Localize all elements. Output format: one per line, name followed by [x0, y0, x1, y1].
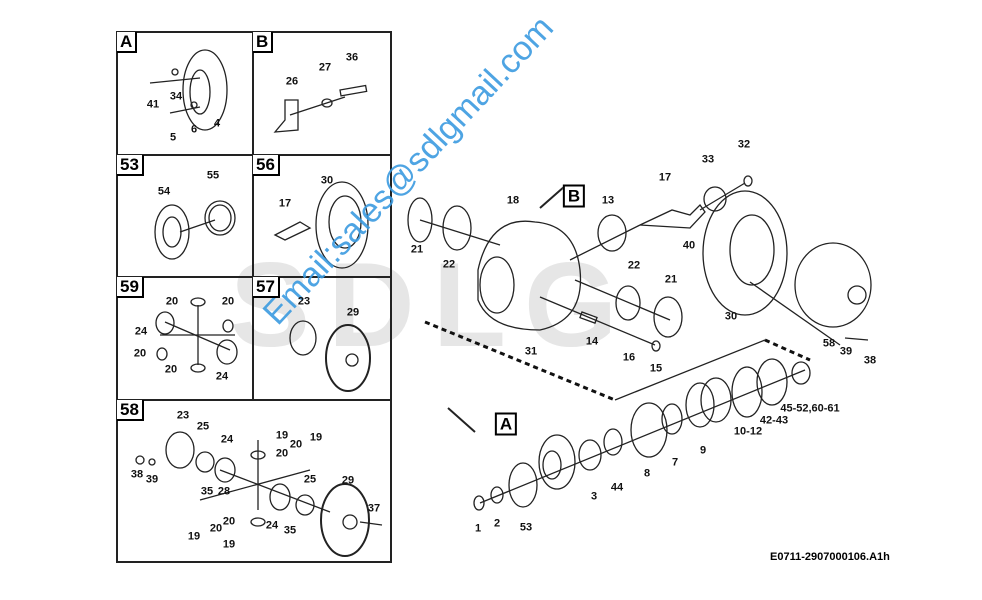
panel-59-title: 59 [117, 277, 144, 298]
part-label: 19 [275, 429, 289, 442]
part-label: 25 [303, 473, 317, 486]
part-label: 22 [627, 259, 641, 272]
part-label: 44 [610, 481, 624, 494]
part-label: 13 [601, 194, 615, 207]
callout-box-b: B [562, 184, 586, 208]
part-label: 20 [165, 295, 179, 308]
part-label: 15 [649, 362, 663, 375]
part-label: 45-52,60-61 [780, 402, 840, 415]
axle-housing-18 [477, 220, 582, 331]
part-label: 28 [217, 485, 231, 498]
part-label: 35 [200, 485, 214, 498]
part-label: 53 [519, 521, 533, 534]
part-label: 21 [664, 273, 678, 286]
part-label: 27 [318, 61, 332, 74]
part-label: 20 [164, 363, 178, 376]
part-label: 18 [506, 194, 520, 207]
part-label: 37 [367, 502, 381, 515]
part-label: 20 [221, 295, 235, 308]
part-label: 3 [590, 490, 598, 503]
part-label: 33 [701, 153, 715, 166]
part-label: 20 [275, 447, 289, 460]
part-label: 42-43 [759, 414, 789, 427]
part-label: 30 [320, 174, 334, 187]
part-label: 29 [341, 474, 355, 487]
part-label: 36 [345, 51, 359, 64]
ring-gear-30 [702, 190, 788, 316]
panel-56-title: 56 [253, 155, 280, 176]
part-label: 20 [222, 515, 236, 528]
part-label: 30 [724, 310, 738, 323]
part-label: 39 [839, 345, 853, 358]
part-label: 34 [169, 90, 183, 103]
part-label: 55 [206, 169, 220, 182]
part-label: 25 [196, 420, 210, 433]
part-label: 32 [737, 138, 751, 151]
sdlg-watermark-logo: SDLG [230, 238, 636, 372]
part-label: 20 [133, 347, 147, 360]
part-label: 6 [190, 123, 198, 136]
part-label: 19 [187, 530, 201, 543]
part-label: 9 [699, 444, 707, 457]
part-label: 22 [442, 258, 456, 271]
part-label: 1 [474, 522, 482, 535]
panel-58-title: 58 [117, 400, 144, 421]
part-label: 38 [130, 468, 144, 481]
part-label: 7 [671, 456, 679, 469]
part-label: 24 [220, 433, 234, 446]
panel-53-title: 53 [117, 155, 144, 176]
part-label: 10-12 [733, 425, 763, 438]
part-label: 16 [622, 351, 636, 364]
panel-a-title: A [117, 32, 138, 53]
part-label: 19 [222, 538, 236, 551]
part-label: 39 [145, 473, 159, 486]
part-label: 23 [176, 409, 190, 422]
part-label: 17 [658, 171, 672, 184]
part-label: 4 [213, 117, 221, 130]
part-label: 41 [146, 98, 160, 111]
part-label: 23 [297, 295, 311, 308]
part-label: 29 [346, 306, 360, 319]
differential-case-58 [794, 242, 872, 328]
part-label: 35 [283, 524, 297, 537]
part-label: 14 [585, 335, 599, 348]
part-label: 24 [215, 370, 229, 383]
part-label: 19 [309, 431, 323, 444]
part-label: 2 [493, 517, 501, 530]
part-label: 20 [289, 438, 303, 451]
part-label: 8 [643, 467, 651, 480]
flange-part-4 [182, 49, 228, 131]
part-label: 58 [822, 337, 836, 350]
callout-box-a: A [494, 412, 518, 436]
part-label: 24 [134, 325, 148, 338]
part-label: 21 [410, 243, 424, 256]
part-label: 26 [285, 75, 299, 88]
part-label: 17 [278, 197, 292, 210]
part-label: 5 [169, 131, 177, 144]
drawing-reference-code: E0711-2907000106.A1h [770, 551, 890, 563]
part-label: 20 [209, 522, 223, 535]
part-label: 31 [524, 345, 538, 358]
panel-57-title: 57 [253, 277, 280, 298]
part-label: 54 [157, 185, 171, 198]
part-label: 38 [863, 354, 877, 367]
part-label: 40 [682, 239, 696, 252]
panel-b-title: B [253, 32, 274, 53]
part-label: 24 [265, 519, 279, 532]
